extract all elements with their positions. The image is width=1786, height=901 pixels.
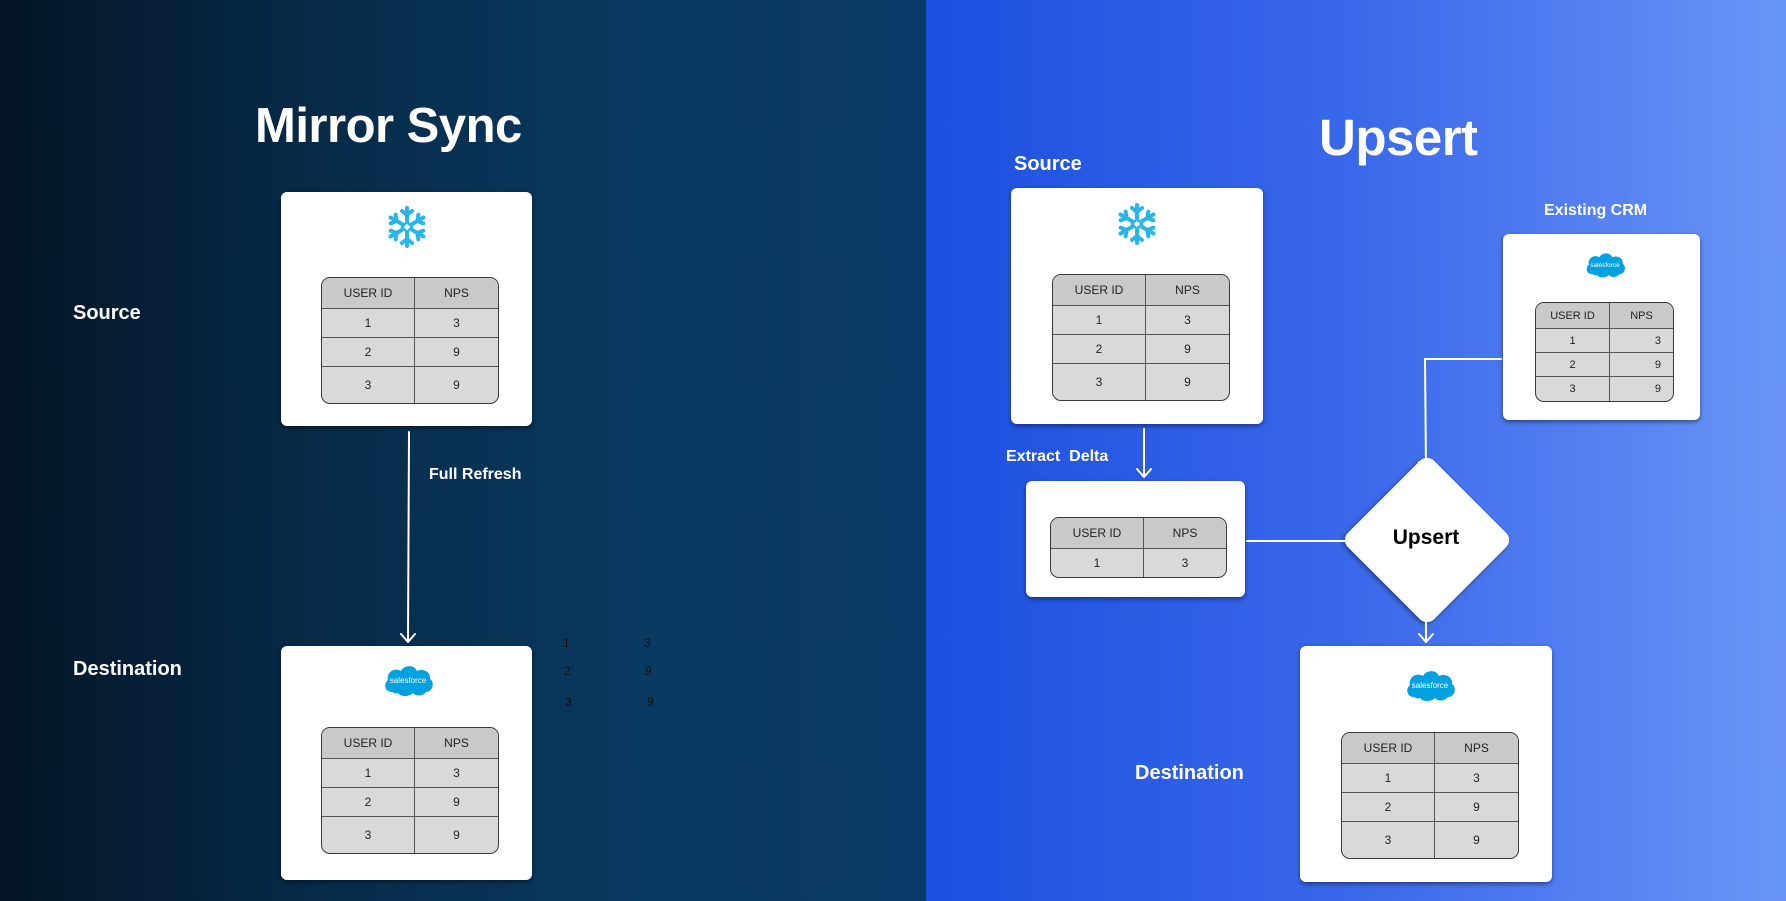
column-header: NPS <box>415 728 498 758</box>
table-cell: 1 <box>1051 548 1144 577</box>
column-header: NPS <box>415 278 498 308</box>
delta-table: USER ID NPS 1 3 <box>1050 517 1227 578</box>
column-header: USER ID <box>1053 275 1146 305</box>
stray-value: 9 <box>647 695 654 709</box>
table-cell: 3 <box>415 308 498 337</box>
column-header: NPS <box>1435 733 1518 763</box>
mirror-destination-label: Destination <box>73 658 182 680</box>
upsert-title: Upsert <box>1319 109 1478 166</box>
mirror-source-table: USER ID NPS 1 3 2 9 3 9 <box>321 277 499 404</box>
crm-to-upsert-arrow <box>1418 358 1502 471</box>
table-cell: 9 <box>1435 821 1518 858</box>
table-cell: 2 <box>322 337 415 366</box>
table-cell: 3 <box>1536 376 1610 401</box>
salesforce-cloud-icon: salesforce <box>1404 667 1456 708</box>
column-header: USER ID <box>322 728 415 758</box>
column-header: USER ID <box>322 278 415 308</box>
table-cell: 3 <box>1342 821 1435 858</box>
table-row: 1 3 <box>1051 548 1226 577</box>
table-cell: 9 <box>1146 334 1229 363</box>
table-cell: 1 <box>1053 305 1146 334</box>
table-row: 1 3 <box>322 308 498 337</box>
svg-text:salesforce: salesforce <box>1590 262 1620 269</box>
table-cell: 2 <box>1536 352 1610 376</box>
table-cell: 9 <box>1610 376 1673 401</box>
upsert-destination-table: USER ID NPS 1 3 2 9 3 9 <box>1341 732 1519 859</box>
extract-delta-arrow <box>1136 428 1152 478</box>
table-row: 2 9 <box>1342 792 1518 821</box>
column-header: USER ID <box>1342 733 1435 763</box>
table-row: 2 9 <box>1536 352 1673 376</box>
table-cell: 2 <box>1342 792 1435 821</box>
salesforce-cloud-icon: salesforce <box>382 662 434 703</box>
table-cell: 9 <box>415 366 498 403</box>
table-row: 3 9 <box>322 366 498 403</box>
column-header: NPS <box>1610 303 1673 328</box>
upsert-source-label: Source <box>1014 153 1082 175</box>
column-header: NPS <box>1144 518 1226 548</box>
column-header: NPS <box>1146 275 1229 305</box>
mirror-sync-title: Mirror Sync <box>255 99 522 153</box>
stray-value: 1 <box>563 636 570 650</box>
table-cell: 9 <box>415 337 498 366</box>
table-cell: 3 <box>1144 548 1226 577</box>
table-cell: 9 <box>1435 792 1518 821</box>
table-cell: 1 <box>1342 763 1435 792</box>
table-row: 1 3 <box>1342 763 1518 792</box>
table-cell: 3 <box>322 366 415 403</box>
table-cell: 2 <box>322 787 415 816</box>
table-cell: 1 <box>322 758 415 787</box>
table-row: 1 3 <box>1053 305 1229 334</box>
upsert-source-table: USER ID NPS 1 3 2 9 3 9 <box>1052 274 1230 401</box>
salesforce-cloud-icon: salesforce <box>1584 250 1626 284</box>
snowflake-icon <box>385 205 429 254</box>
table-cell: 1 <box>1536 328 1610 352</box>
table-cell: 3 <box>1610 328 1673 352</box>
table-row: 3 9 <box>322 816 498 853</box>
stray-value: 9 <box>645 664 652 678</box>
table-cell: 9 <box>415 816 498 853</box>
upsert-destination-label: Destination <box>1135 762 1244 784</box>
svg-text:salesforce: salesforce <box>390 676 427 685</box>
upsert-to-destination-arrow <box>1418 608 1434 643</box>
snowflake-icon <box>1115 202 1159 251</box>
stray-value: 3 <box>565 695 572 709</box>
mirror-source-label: Source <box>73 302 141 324</box>
table-row: 2 9 <box>322 787 498 816</box>
column-header: USER ID <box>1536 303 1610 328</box>
full-refresh-label: Full Refresh <box>429 466 522 483</box>
table-cell: 9 <box>1146 363 1229 400</box>
mirror-destination-table: USER ID NPS 1 3 2 9 3 9 <box>321 727 499 854</box>
table-row: 3 9 <box>1536 376 1673 401</box>
upsert-operation-label: Upsert <box>1392 526 1460 549</box>
stray-value: 3 <box>644 636 651 650</box>
table-cell: 9 <box>415 787 498 816</box>
stray-value: 2 <box>564 664 571 678</box>
delta-to-upsert-arrow <box>1246 533 1359 549</box>
table-cell: 3 <box>1053 363 1146 400</box>
existing-crm-table: USER ID NPS 1 3 2 9 3 9 <box>1535 302 1674 402</box>
existing-crm-label: Existing CRM <box>1544 202 1648 219</box>
table-cell: 2 <box>1053 334 1146 363</box>
table-cell: 1 <box>322 308 415 337</box>
extract-delta-label: Extract Delta <box>1006 448 1109 465</box>
table-row: 3 9 <box>1053 363 1229 400</box>
table-row: 2 9 <box>322 337 498 366</box>
column-header: USER ID <box>1051 518 1144 548</box>
svg-text:salesforce: salesforce <box>1412 681 1449 690</box>
table-cell: 9 <box>1610 352 1673 376</box>
table-row: 3 9 <box>1342 821 1518 858</box>
table-cell: 3 <box>415 758 498 787</box>
table-row: 1 3 <box>1536 328 1673 352</box>
table-cell: 3 <box>322 816 415 853</box>
table-cell: 3 <box>1146 305 1229 334</box>
full-refresh-arrow <box>400 431 416 643</box>
table-cell: 3 <box>1435 763 1518 792</box>
table-row: 1 3 <box>322 758 498 787</box>
table-row: 2 9 <box>1053 334 1229 363</box>
